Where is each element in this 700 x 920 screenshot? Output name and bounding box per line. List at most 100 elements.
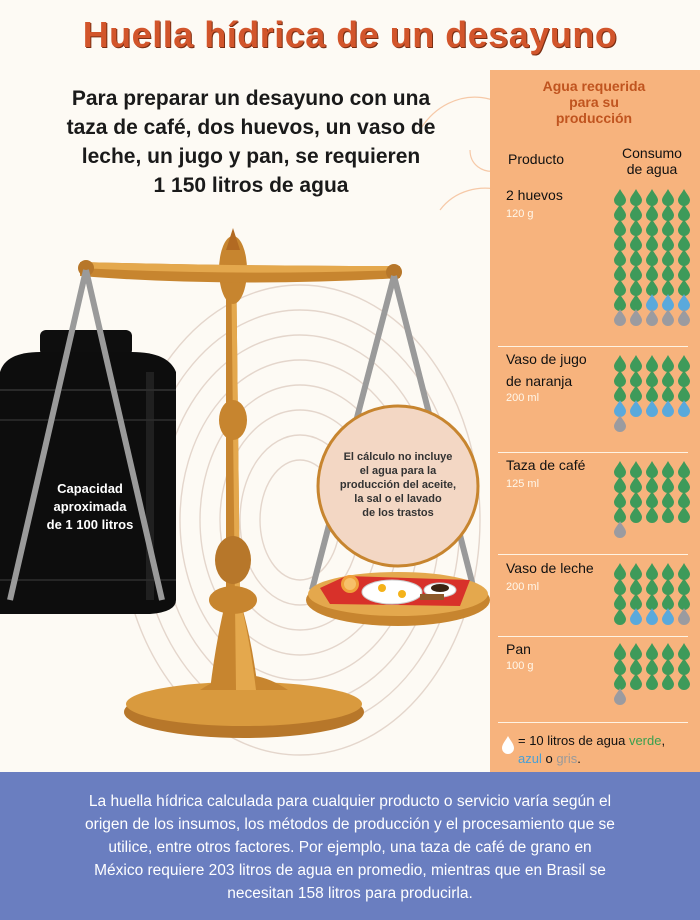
green-drop-icon bbox=[614, 279, 626, 296]
green-drop-icon bbox=[646, 370, 658, 387]
green-drop-icon bbox=[662, 385, 674, 402]
blue-drop-icon bbox=[630, 608, 642, 625]
intro-line: leche, un jugo y pan, se requieren bbox=[81, 145, 421, 168]
green-drop-icon bbox=[662, 578, 674, 595]
gray-drop-icon bbox=[614, 688, 626, 705]
green-drop-icon bbox=[646, 563, 658, 580]
green-drop-icon bbox=[678, 658, 690, 675]
green-drop-icon bbox=[614, 385, 626, 402]
gray-drop-icon bbox=[678, 309, 690, 326]
green-drop-icon bbox=[662, 593, 674, 610]
legend-comma: , bbox=[661, 733, 666, 748]
green-drop-icon bbox=[662, 219, 674, 236]
green-drop-icon bbox=[678, 461, 690, 478]
green-drop-icon bbox=[646, 506, 658, 523]
green-drop-icon bbox=[646, 491, 658, 508]
green-drop-icon bbox=[646, 476, 658, 493]
green-drop-icon bbox=[614, 370, 626, 387]
column-header-consumption: Consumo de agua bbox=[612, 145, 692, 177]
green-drop-icon bbox=[662, 476, 674, 493]
green-drop-icon bbox=[630, 234, 642, 251]
note-line: producción del aceite, bbox=[339, 479, 457, 491]
green-drop-icon bbox=[646, 593, 658, 610]
green-drop-icon bbox=[678, 491, 690, 508]
tank-label-line: de 1 100 litros bbox=[46, 517, 134, 532]
balance bbox=[7, 228, 490, 738]
green-drop-icon bbox=[678, 189, 690, 206]
product-name-line: 2 huevos bbox=[506, 187, 563, 203]
green-drop-icon bbox=[614, 593, 626, 610]
green-drop-icon bbox=[646, 189, 658, 206]
green-drop-icon bbox=[614, 578, 626, 595]
row-divider bbox=[498, 452, 688, 453]
green-drop-icon bbox=[614, 204, 626, 221]
intro-line: taza de café, dos huevos, un vaso de bbox=[66, 116, 436, 139]
green-drop-icon bbox=[662, 204, 674, 221]
gray-drop-icon bbox=[662, 309, 674, 326]
blue-drop-icon bbox=[662, 608, 674, 625]
note-line: la sal o el lavado bbox=[354, 493, 442, 505]
green-drop-icon bbox=[662, 189, 674, 206]
legend-blue: azul bbox=[518, 751, 542, 766]
green-drop-icon bbox=[662, 491, 674, 508]
green-drop-icon bbox=[662, 563, 674, 580]
product-quantity: 100 g bbox=[506, 660, 534, 672]
green-drop-icon bbox=[678, 264, 690, 281]
product-quantity: 125 ml bbox=[506, 478, 540, 490]
green-drop-icon bbox=[678, 249, 690, 266]
green-drop-icon bbox=[678, 476, 690, 493]
green-drop-icon bbox=[630, 294, 642, 311]
green-drop-icon bbox=[614, 355, 626, 372]
green-drop-icon bbox=[614, 673, 626, 690]
blue-drop-icon bbox=[630, 400, 642, 417]
green-drop-icon bbox=[678, 355, 690, 372]
tank-label-line: aproximada bbox=[53, 499, 127, 514]
green-drop-icon bbox=[614, 189, 626, 206]
green-drop-icon bbox=[678, 279, 690, 296]
green-drop-icon bbox=[678, 506, 690, 523]
legend-green: verde bbox=[628, 733, 662, 748]
green-drop-icon bbox=[614, 476, 626, 493]
gray-drop-icon bbox=[614, 309, 626, 326]
note-line: el agua para la bbox=[359, 465, 437, 477]
column-header-line: Consumo bbox=[622, 145, 682, 161]
column-header-line: de agua bbox=[626, 161, 678, 177]
green-drop-icon bbox=[630, 249, 642, 266]
tank-label: Capacidad aproximada de 1 100 litros bbox=[20, 480, 160, 534]
green-drop-icon bbox=[630, 476, 642, 493]
green-drop-icon bbox=[614, 658, 626, 675]
green-drop-icon bbox=[646, 204, 658, 221]
intro-line: Para preparar un desayuno con una bbox=[71, 87, 431, 110]
green-drop-icon bbox=[630, 279, 642, 296]
note-line: El cálculo no incluye bbox=[343, 451, 453, 463]
green-drop-icon bbox=[662, 249, 674, 266]
intro-line: 1 150 litros de agua bbox=[153, 174, 349, 197]
green-drop-icon bbox=[678, 219, 690, 236]
green-drop-icon bbox=[630, 578, 642, 595]
footer-line: utilice, entre otros factores. Por ejemp… bbox=[108, 839, 592, 856]
footer-line: México requiere 203 litros de agua en pr… bbox=[94, 862, 606, 879]
green-drop-icon bbox=[630, 673, 642, 690]
green-drop-icon bbox=[646, 249, 658, 266]
green-drop-icon bbox=[646, 658, 658, 675]
panel-title: Agua requerida para su producción bbox=[494, 78, 694, 126]
green-drop-icon bbox=[630, 658, 642, 675]
gray-drop-icon bbox=[614, 415, 626, 432]
footer-line: necesitan 158 litros para producirla. bbox=[227, 885, 473, 902]
green-drop-icon bbox=[662, 264, 674, 281]
product-name: Pan bbox=[506, 638, 531, 660]
product-name-line: Pan bbox=[506, 641, 531, 657]
product-name: Vaso de jugo de naranja bbox=[506, 348, 587, 392]
green-drop-icon bbox=[678, 385, 690, 402]
panel-title-line: producción bbox=[555, 110, 633, 126]
green-drop-icon bbox=[614, 608, 626, 625]
product-quantity: 200 ml bbox=[506, 581, 540, 593]
product-name: Taza de café bbox=[506, 454, 585, 476]
green-drop-icon bbox=[614, 563, 626, 580]
green-drop-icon bbox=[662, 658, 674, 675]
green-drop-icon bbox=[614, 643, 626, 660]
green-drop-icon bbox=[646, 264, 658, 281]
green-drop-icon bbox=[662, 673, 674, 690]
green-drop-icon bbox=[630, 219, 642, 236]
